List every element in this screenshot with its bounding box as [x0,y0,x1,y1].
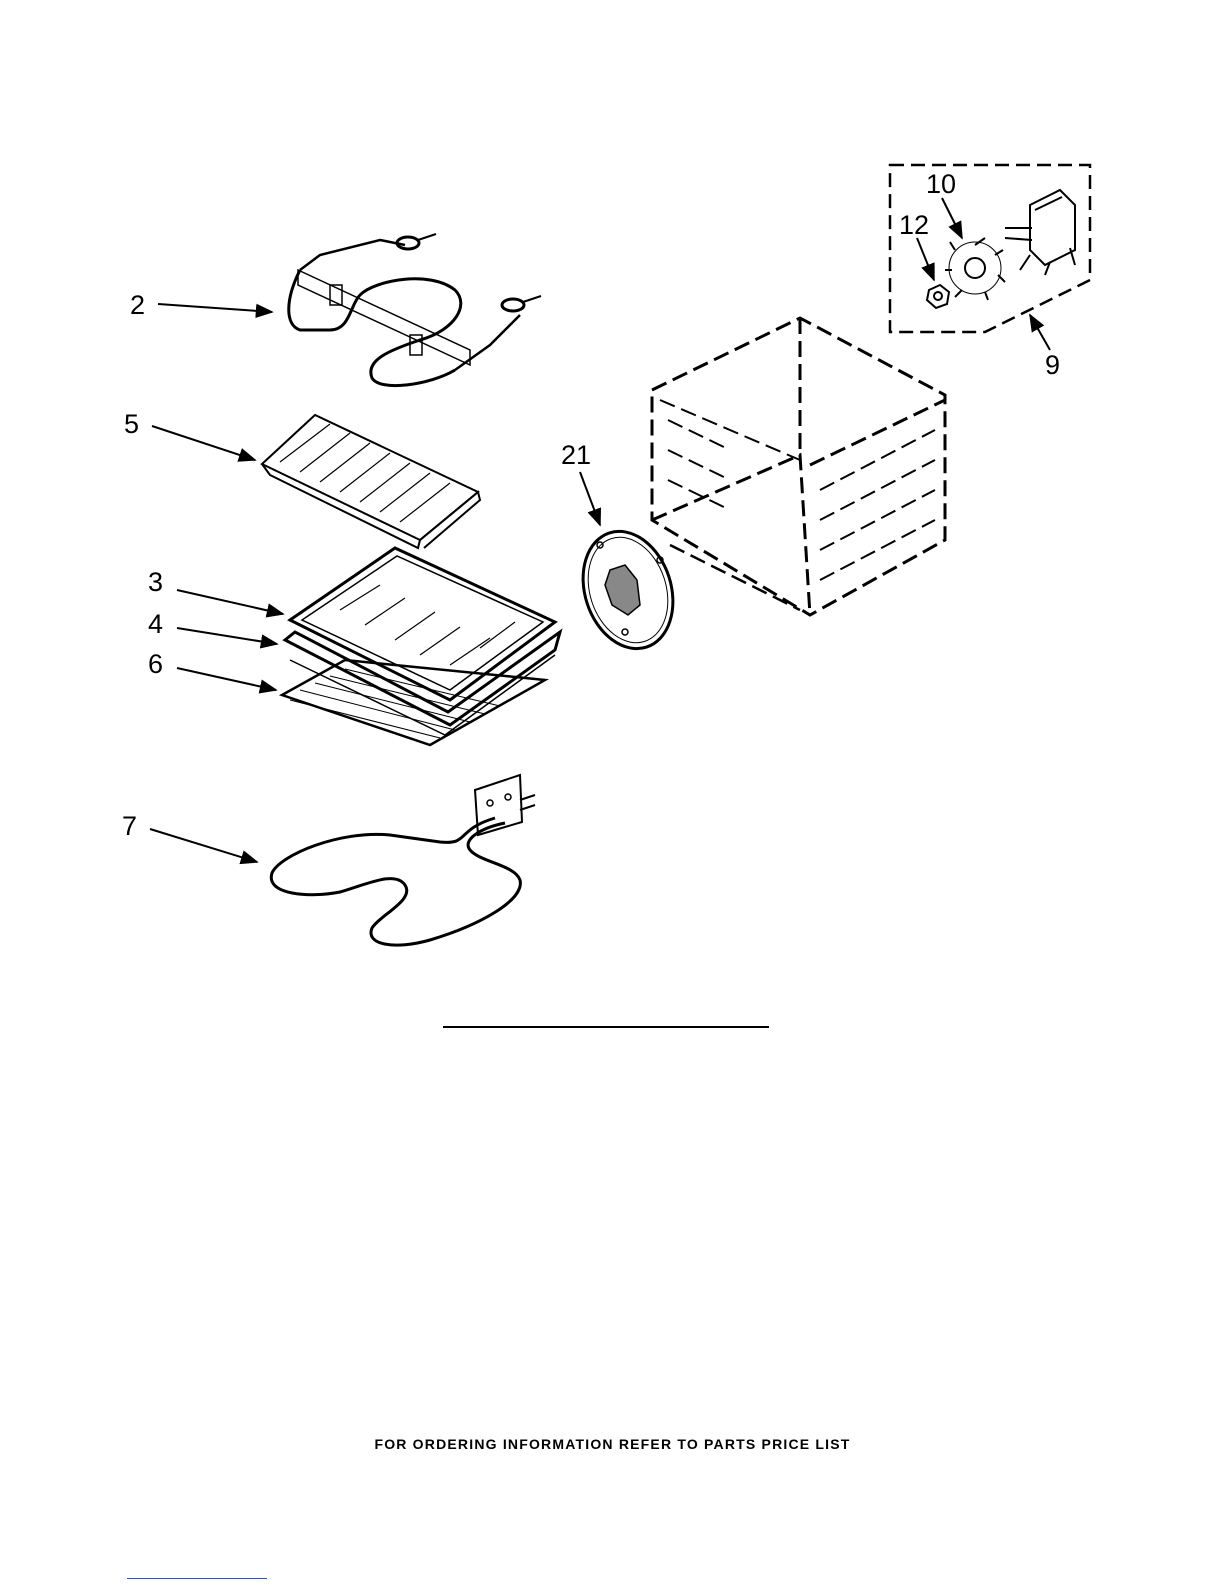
callout-21: 21 [561,440,591,470]
callout-3: 3 [148,567,163,597]
callout-2: 2 [130,290,145,320]
callout-10: 10 [926,169,956,199]
bake-element [271,775,535,945]
callout-6: 6 [148,649,163,679]
callout-5: 5 [124,409,139,439]
broil-element [289,234,541,386]
callout-4: 4 [148,609,163,639]
oven-cavity-dashed [652,318,945,615]
callout-9: 9 [1045,350,1060,380]
callout-7: 7 [122,811,137,841]
broiler-pan-grid [262,415,480,548]
footer-note: FOR ORDERING INFORMATION REFER TO PARTS … [0,1436,1225,1452]
separator-line [443,1026,769,1028]
callout-12: 12 [899,210,929,240]
broiler-pan [285,548,560,735]
fan-cover [569,520,688,661]
nut [927,285,949,308]
fan-blade [945,238,1005,300]
bottom-link-underline[interactable] [127,1578,267,1579]
fan-motor [1005,190,1075,275]
